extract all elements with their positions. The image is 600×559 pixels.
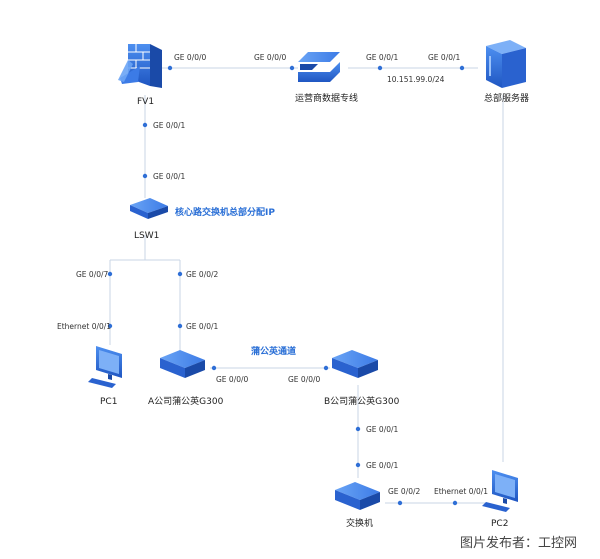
router-icon[interactable]	[160, 350, 205, 378]
node-label-hq-server: 总部服务器	[484, 92, 529, 104]
carrier-link-icon[interactable]	[298, 52, 340, 82]
firewall-icon[interactable]	[118, 44, 162, 88]
port-dot	[377, 65, 383, 71]
node-label-switch: 交换机	[346, 517, 373, 529]
node-label-carrier: 运营商数据专线	[295, 92, 358, 104]
port-dots	[107, 65, 465, 506]
port-dot	[211, 365, 217, 371]
port-label: GE 0/0/1	[366, 425, 399, 434]
port-label: GE 0/0/1	[186, 322, 219, 331]
port-dot	[107, 323, 113, 329]
tunnel-label: 蒲公英通道	[251, 345, 296, 357]
port-dot	[142, 173, 148, 179]
port-label: GE 0/0/1	[153, 121, 186, 130]
port-label: GE 0/0/1	[366, 461, 399, 470]
port-label: GE 0/0/0	[254, 53, 287, 62]
lsw1-note-label: 核心路交换机总部分配IP	[175, 206, 275, 218]
server-icon[interactable]	[486, 40, 526, 88]
port-label: GE 0/0/0	[288, 375, 321, 384]
port-dot	[107, 271, 113, 277]
port-dot	[355, 462, 361, 468]
port-labels: GE 0/0/0 GE 0/0/0 GE 0/0/1 GE 0/0/1 10.1…	[57, 53, 488, 496]
subnet-label: 10.151.99.0/24	[387, 75, 445, 84]
port-label: GE 0/0/0	[174, 53, 207, 62]
port-label: GE 0/0/2	[388, 487, 421, 496]
switch-icon[interactable]	[335, 482, 380, 510]
node-label-pc2: PC2	[491, 519, 508, 529]
port-label: GE 0/0/1	[366, 53, 399, 62]
port-label: GE 0/0/1	[153, 172, 186, 181]
pc-icon[interactable]	[88, 346, 122, 388]
port-dot	[355, 426, 361, 432]
links	[109, 67, 504, 504]
router-icon[interactable]	[332, 350, 378, 378]
port-label: GE 0/0/1	[428, 53, 461, 62]
switch-icon[interactable]	[130, 198, 168, 219]
port-dot	[177, 323, 183, 329]
port-label: GE 0/0/2	[186, 270, 219, 279]
port-dot	[397, 500, 403, 506]
port-label: GE 0/0/0	[216, 375, 249, 384]
port-dot	[289, 65, 295, 71]
node-label-pc1: PC1	[100, 397, 117, 407]
port-dot	[167, 65, 173, 71]
port-label: Ethernet 0/0/1	[57, 322, 111, 331]
node-label-a-g300: A公司蒲公英G300	[148, 395, 224, 407]
node-label-fv1: FV1	[137, 97, 154, 107]
watermark-text: 图片发布者：工控网	[460, 535, 577, 551]
port-dot	[452, 500, 458, 506]
port-dot	[142, 122, 148, 128]
port-dot	[177, 271, 183, 277]
port-dot	[459, 65, 465, 71]
node-label-lsw1: LSW1	[134, 231, 159, 241]
port-label: GE 0/0/7	[76, 270, 109, 279]
port-dot	[323, 365, 329, 371]
pc-icon[interactable]	[482, 470, 518, 512]
node-label-b-g300: B公司蒲公英G300	[324, 395, 400, 407]
port-label: Ethernet 0/0/1	[434, 487, 488, 496]
